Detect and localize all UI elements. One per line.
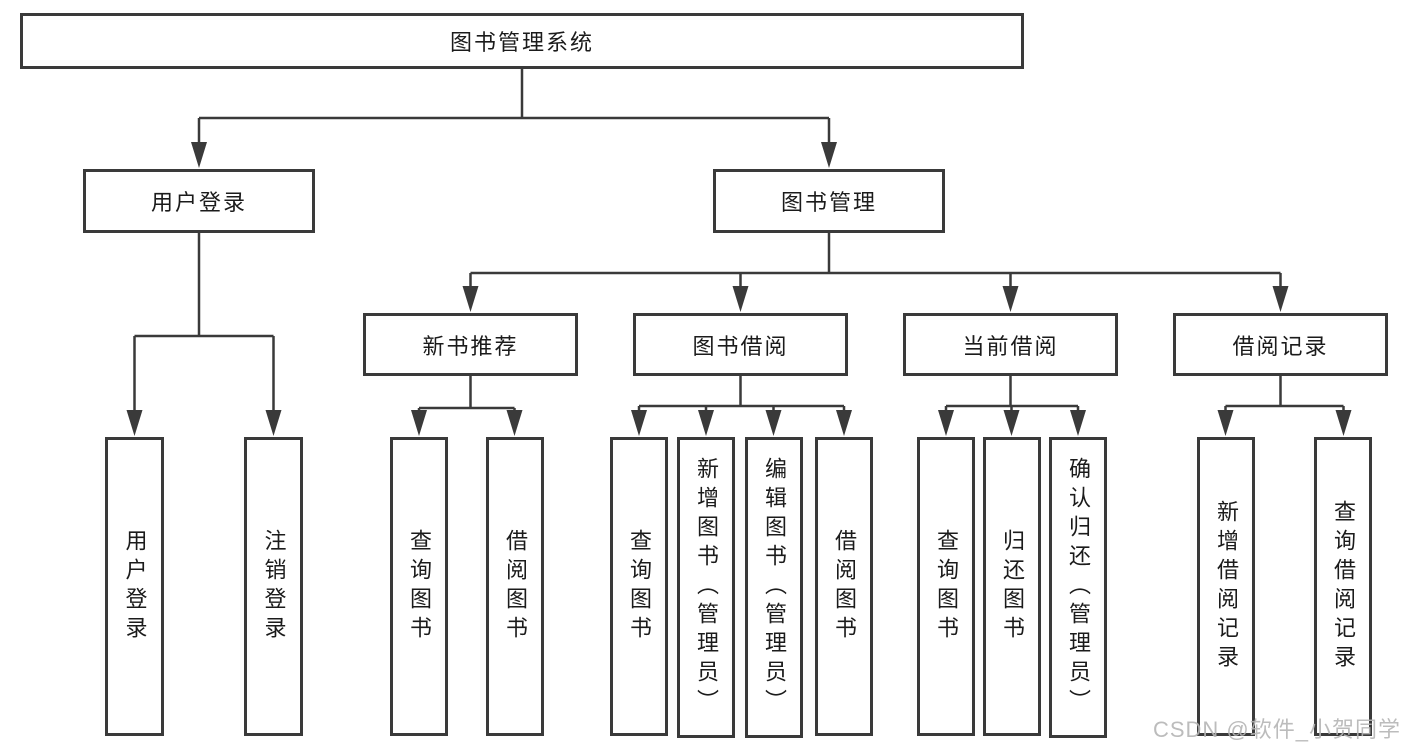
leaf-borrow-books-2: 借阅图书 [815, 437, 873, 736]
leaf-return-books: 归还图书 [983, 437, 1041, 736]
leaf-confirm-return-admin: 确认归还（管理员） [1049, 437, 1107, 738]
arrowheads [126, 142, 1352, 436]
leaf-query-books-1: 查询图书 [390, 437, 448, 736]
leaf-add-borrow-record: 新增借阅记录 [1197, 437, 1255, 736]
node-current-borrowing: 当前借阅 [903, 313, 1118, 376]
leaf-borrow-books-1: 借阅图书 [486, 437, 544, 736]
leaf-add-books-admin: 新增图书（管理员） [677, 437, 735, 738]
leaf-logout: 注销登录 [244, 437, 303, 736]
node-new-book-recommendation: 新书推荐 [363, 313, 578, 376]
node-library-management-system: 图书管理系统 [20, 13, 1024, 69]
node-book-management: 图书管理 [713, 169, 945, 233]
node-book-borrowing: 图书借阅 [633, 313, 848, 376]
node-borrowing-records: 借阅记录 [1173, 313, 1388, 376]
leaf-query-books-2: 查询图书 [610, 437, 668, 736]
node-user-login: 用户登录 [83, 169, 315, 233]
leaf-user-login: 用户登录 [105, 437, 164, 736]
leaf-query-books-3: 查询图书 [917, 437, 975, 736]
leaf-edit-books-admin: 编辑图书（管理员） [745, 437, 803, 738]
csdn-watermark: CSDN @软件_小贺同学 [1152, 717, 1401, 742]
leaf-query-borrow-record: 查询借阅记录 [1314, 437, 1372, 736]
